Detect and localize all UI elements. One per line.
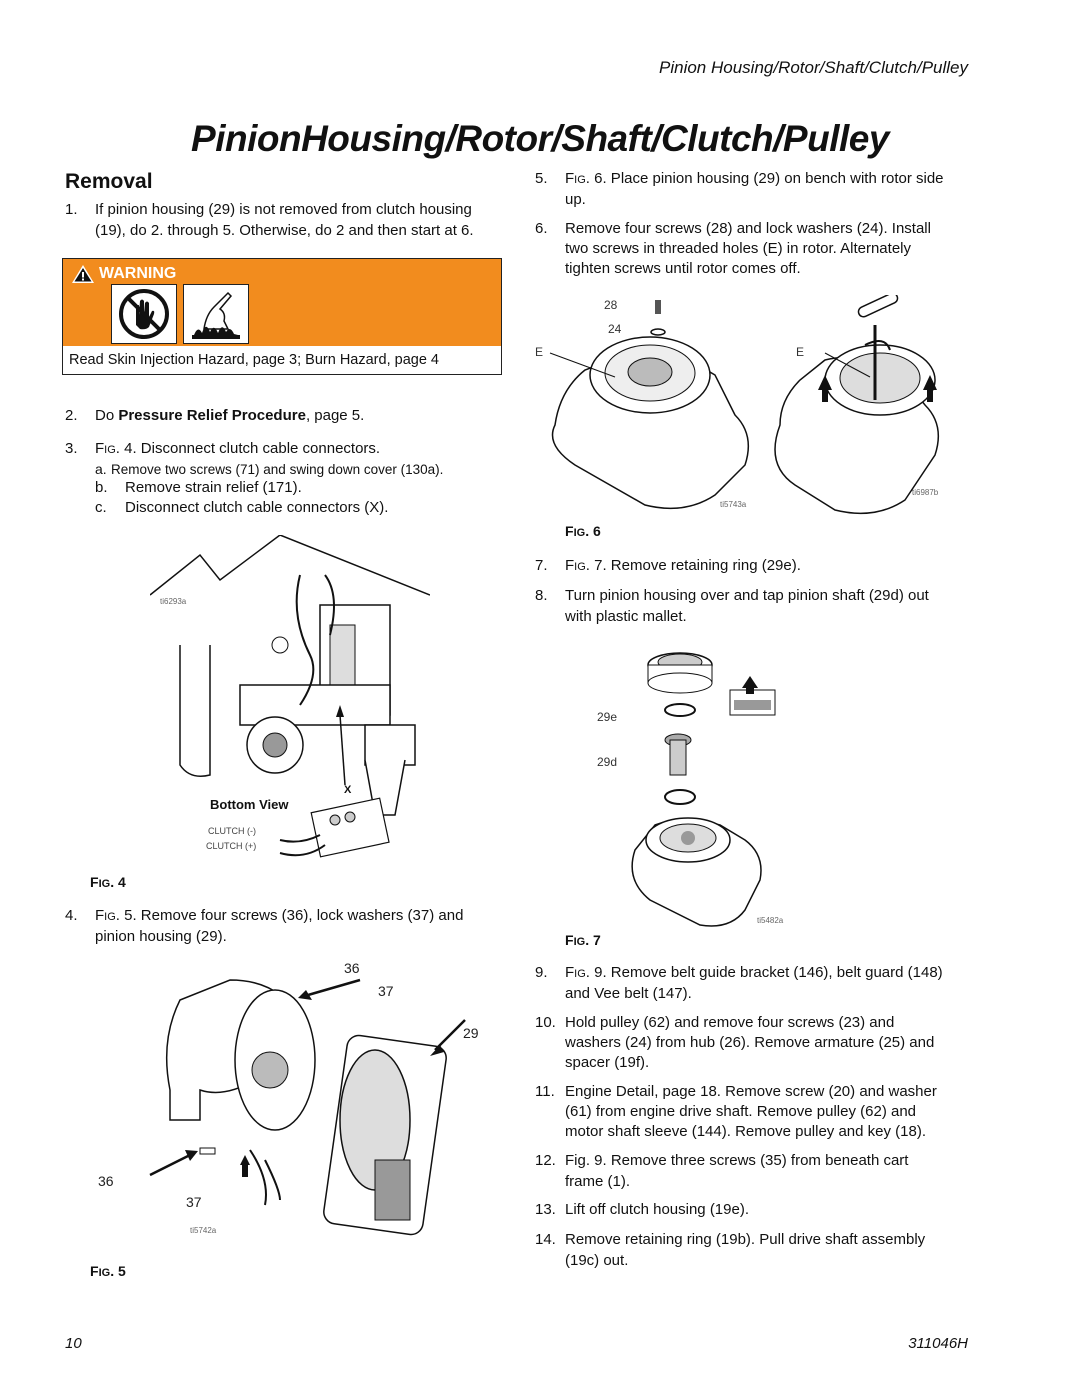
page-number: 10 [65, 1335, 82, 1352]
fig5-callout-37b: 37 [186, 1194, 202, 1210]
fig7-callout-29d: 29d [597, 755, 618, 769]
fig7-code: ti5482a [757, 916, 784, 925]
fig6-callout-28: 28 [604, 298, 618, 312]
running-header: Pinion Housing/Rotor/Shaft/Clutch/Pulley [659, 58, 968, 77]
step-11: 11. Engine Detail, page 18. Remove screw… [535, 1083, 937, 1140]
step-3: 3. FIG. 4. Disconnect clutch cable conne… [65, 440, 381, 457]
fig6-caption: FIG. 6 [565, 523, 601, 539]
step-13: 13. Lift off clutch housing (19e). [535, 1201, 749, 1218]
step-6: 6. Remove four screws (28) and lock wash… [535, 220, 931, 277]
fig6-callout-24: 24 [608, 322, 622, 336]
step-14: 14. Remove retaining ring (19b). Pull dr… [535, 1231, 926, 1269]
step-8: 8. Turn pinion housing over and tap pini… [535, 587, 929, 625]
fig4-callout-x: X [344, 784, 352, 796]
fig7-callout-29e: 29e [597, 710, 618, 724]
step-2: 2. Do Pressure Relief Procedure, page 5. [65, 407, 365, 424]
step-1: 1. If pinion housing (29) is not removed… [65, 201, 474, 239]
no-hand-injection-icon [111, 284, 177, 344]
fig5-callout-36a: 36 [344, 960, 360, 976]
fig4-code: ti6293a [160, 597, 187, 606]
page-title: PinionHousing/Rotor/Shaft/Clutch/Pulley [191, 118, 889, 159]
document-number: 311046H [908, 1335, 968, 1352]
step-3a: a. Remove two screws (71) and swing down… [95, 461, 444, 477]
step-4: 4. FIG. 5. Remove four screws (36), lock… [65, 907, 464, 945]
section-heading: Removal [65, 170, 153, 193]
fig5-code: ti5742a [190, 1226, 217, 1235]
step-3c: c. Disconnect clutch cable connectors (X… [95, 499, 389, 516]
fig7-illustration [610, 640, 790, 930]
fig4-clutch-minus: CLUTCH (-) [208, 826, 256, 836]
fig6-illustration [535, 292, 975, 520]
fig6-code-b: ti6987b [912, 488, 939, 497]
warning-band: WARNING [63, 259, 501, 346]
step-3b: b. Remove strain relief (171). [95, 479, 302, 496]
fig4-illustration [149, 534, 431, 865]
fig5-illustration [120, 960, 490, 1240]
warning-triangle-icon [72, 265, 94, 283]
fig6-callout-e-left: E [535, 345, 544, 359]
fig5-callout-36b: 36 [98, 1173, 114, 1189]
burn-hazard-icon [183, 284, 249, 344]
fig5-callout-37a: 37 [378, 983, 394, 999]
fig5-callout-29: 29 [463, 1025, 479, 1041]
warning-message: Read Skin Injection Hazard, page 3; Burn… [69, 352, 439, 368]
fig5-caption: FIG. 5 [90, 1263, 126, 1279]
warning-box: WARNING Read Skin Injection Hazard, page… [62, 258, 502, 375]
fig7-caption: FIG. 7 [565, 932, 601, 948]
pressure-relief-link-text: Pressure Relief Procedure [118, 407, 306, 424]
step-5: 5. FIG. 6. Place pinion housing (29) on … [535, 170, 944, 208]
fig4-caption: FIG. 4 [90, 874, 126, 890]
step-10: 10. Hold pulley (62) and remove four scr… [535, 1014, 935, 1071]
warning-title: WARNING [99, 265, 177, 282]
fig4-clutch-plus: CLUTCH (+) [206, 841, 257, 851]
fig4-bottom-view-label: Bottom View [210, 797, 289, 812]
step-9: 9. FIG. 9. Remove belt guide bracket (14… [535, 964, 943, 1002]
step-7: 7. FIG. 7. Remove retaining ring (29e). [535, 557, 801, 574]
fig6-callout-e-right: E [796, 345, 805, 359]
step-12: 12. Fig. 9. Remove three screws (35) fro… [535, 1152, 909, 1190]
fig6-code-a: ti5743a [720, 500, 747, 509]
